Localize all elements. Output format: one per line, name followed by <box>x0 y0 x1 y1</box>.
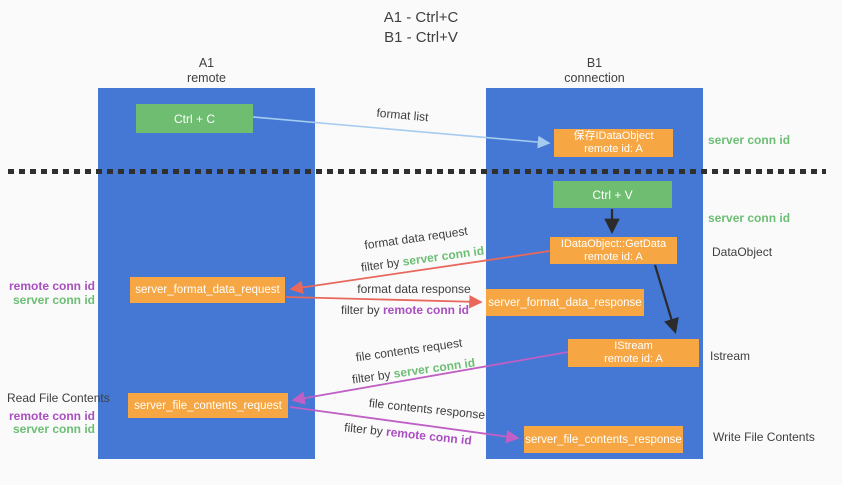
ctrl-v-node: Ctrl + V <box>553 181 672 208</box>
right-istream-label: Istream <box>710 349 751 363</box>
phase-separator-dotted-line <box>8 169 826 174</box>
left-server-conn-id-label-top: server conn id <box>12 293 95 307</box>
format-data-response-arrow <box>285 294 483 309</box>
left-remote-conn-id-label-bottom: remote conn id <box>8 409 95 423</box>
right-server-conn-id-label-mid: server conn id <box>708 211 791 225</box>
istream-line1: IStream <box>614 340 653 352</box>
lifeline-b1-subtitle: connection <box>564 70 625 85</box>
server-conn-id-text: server conn id <box>392 355 476 381</box>
save-idataobject-line1: 保存IDataObject <box>573 130 654 142</box>
getdata-line1: IDataObject::GetData <box>560 237 667 250</box>
server-file-contents-request-node: server_file_contents_request <box>128 393 288 418</box>
server-format-data-request-label: server_format_data_request <box>135 284 280 296</box>
remote-conn-id-text: remote conn id <box>383 303 470 317</box>
ctrl-c-label: Ctrl + C <box>173 111 215 126</box>
server-file-contents-response-node: server_file_contents_response <box>524 426 683 453</box>
filter-by-text: filter by <box>351 366 395 387</box>
title-line-a1: A1 - Ctrl+C <box>383 9 459 26</box>
server-format-data-response-label: server_format_data_response <box>488 296 642 309</box>
right-dataobject-label: DataObject <box>712 245 773 259</box>
save-idataobject-node: 保存IDataObject remote id: A <box>554 129 673 157</box>
istream-node: IStream remote id: A <box>568 339 699 367</box>
right-write-file-contents-label: Write File Contents <box>713 430 815 444</box>
idataobject-getdata-node: IDataObject::GetData remote id: A <box>550 237 677 264</box>
right-server-conn-id-label-top: server conn id <box>708 133 791 147</box>
file-contents-response-label: file contents response <box>368 395 486 423</box>
left-remote-conn-id-label-top: remote conn id <box>8 279 95 293</box>
left-server-conn-id-label-bottom: server conn id <box>12 422 95 436</box>
filter-by-text: filter by <box>360 254 404 275</box>
filter-by-text: filter by <box>340 303 383 317</box>
remote-conn-id-text: remote conn id <box>385 424 473 448</box>
title-line-b1: B1 - Ctrl+V <box>384 29 458 46</box>
diagram-title: A1 - Ctrl+C B1 - Ctrl+V <box>0 8 842 48</box>
format-data-response-label: format data response <box>357 282 471 296</box>
filter-by-remote-conn-id-label-2: filter by remote conn id <box>338 420 479 449</box>
lifeline-header-b1: B1 connection <box>486 56 703 85</box>
ctrl-c-node: Ctrl + C <box>136 104 253 133</box>
server-conn-id-text: server conn id <box>401 243 485 269</box>
istream-line2: remote id: A <box>604 353 663 365</box>
lifeline-a1-name: A1 <box>198 56 215 70</box>
lifeline-header-a1: A1 remote <box>98 56 315 85</box>
lifeline-a1-subtitle: remote <box>187 70 226 85</box>
save-idataobject-line2: remote id: A <box>584 143 643 155</box>
filter-by-remote-conn-id-label-1: filter by remote conn id <box>340 303 470 317</box>
server-file-contents-request-label: server_file_contents_request <box>134 399 282 412</box>
server-file-contents-response-label: server_file_contents_response <box>525 433 682 446</box>
filter-by-text: filter by <box>343 420 387 439</box>
lifeline-b1-name: B1 <box>586 56 603 70</box>
left-read-file-contents-label: Read File Contents <box>7 391 110 405</box>
ctrl-v-label: Ctrl + V <box>592 187 633 202</box>
format-list-label: format list <box>375 105 430 125</box>
server-format-data-request-node: server_format_data_request <box>130 277 285 303</box>
server-format-data-response-node: server_format_data_response <box>486 289 644 316</box>
getdata-line2: remote id: A <box>584 250 643 263</box>
